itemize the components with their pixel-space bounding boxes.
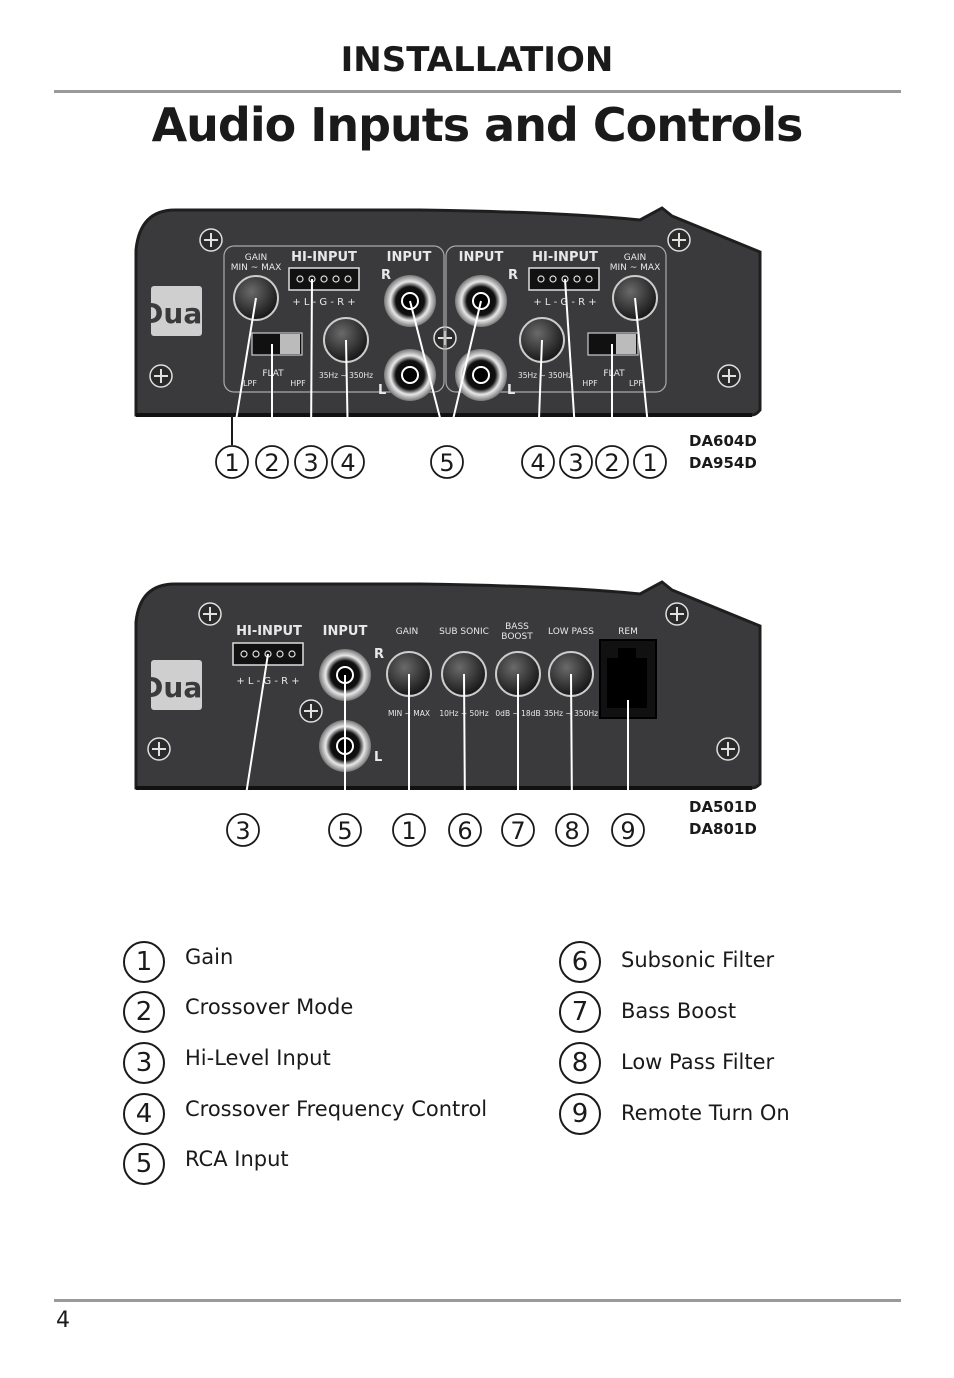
legend-label: Bass Boost xyxy=(621,999,737,1023)
svg-text:1: 1 xyxy=(401,817,416,845)
svg-text:BASS: BASS xyxy=(505,622,529,632)
legend-number: 2 xyxy=(123,991,165,1033)
amplifier-panel-a: Dual GAIN MIN ~ MAX HI-INPUT INPUT + L -… xyxy=(134,206,762,479)
svg-text:L: L xyxy=(374,750,382,765)
svg-text:1: 1 xyxy=(224,449,239,477)
rca-input-jacks xyxy=(384,275,507,401)
svg-text:4: 4 xyxy=(340,449,355,477)
svg-text:HPF: HPF xyxy=(290,379,306,388)
legend-number: 1 xyxy=(123,941,165,983)
svg-text:GAIN: GAIN xyxy=(396,627,419,637)
svg-text:BOOST: BOOST xyxy=(501,632,533,642)
svg-text:3: 3 xyxy=(235,817,250,845)
legend-label: RCA Input xyxy=(185,1147,289,1171)
svg-text:R: R xyxy=(508,268,518,283)
svg-text:GAIN: GAIN xyxy=(245,253,268,263)
svg-text:6: 6 xyxy=(457,817,472,845)
chassis xyxy=(134,206,762,417)
svg-text:+ L - G - R +: + L - G - R + xyxy=(533,297,596,308)
amplifier-panel-b: Dual HI-INPUT INPUT GAIN SUB SONIC BASS … xyxy=(134,580,762,847)
legend-label: Gain xyxy=(185,945,234,969)
model-numbers-b: DA501D DA801D xyxy=(689,798,757,838)
svg-text:GAIN: GAIN xyxy=(624,253,647,263)
svg-text:3: 3 xyxy=(303,449,318,477)
svg-text:MIN ~ MAX: MIN ~ MAX xyxy=(231,263,282,273)
section-heading: INSTALLATION xyxy=(340,40,614,80)
svg-text:L: L xyxy=(378,383,386,398)
svg-text:LPF: LPF xyxy=(243,379,257,388)
svg-text:R: R xyxy=(381,268,391,283)
svg-text:HI-INPUT: HI-INPUT xyxy=(291,250,357,265)
brand-logo: Dual xyxy=(140,297,212,330)
legend-label: Crossover Mode xyxy=(185,995,354,1019)
svg-text:INPUT: INPUT xyxy=(387,250,432,265)
legend-label: Low Pass Filter xyxy=(621,1050,775,1074)
top-rule xyxy=(54,90,901,93)
bottom-rule xyxy=(54,1299,901,1302)
svg-text:FLAT: FLAT xyxy=(262,369,284,379)
svg-text:HI-INPUT: HI-INPUT xyxy=(236,624,302,639)
svg-text:9: 9 xyxy=(620,817,635,845)
legend-number: 9 xyxy=(559,1093,601,1135)
svg-text:INPUT: INPUT xyxy=(323,624,368,639)
svg-text:HPF: HPF xyxy=(582,379,598,388)
svg-text:1: 1 xyxy=(642,449,657,477)
legend-label: Remote Turn On xyxy=(621,1101,790,1125)
callout-markers xyxy=(215,445,667,479)
svg-text:L: L xyxy=(507,383,515,398)
svg-text:R: R xyxy=(374,647,384,662)
svg-text:INPUT: INPUT xyxy=(459,250,504,265)
page-number: 4 xyxy=(56,1308,70,1333)
svg-text:+ L - G - R +: + L - G - R + xyxy=(236,676,299,687)
legend-number: 3 xyxy=(123,1042,165,1084)
svg-text:2: 2 xyxy=(264,449,279,477)
legend-label: Subsonic Filter xyxy=(621,948,775,972)
callout-markers xyxy=(226,813,645,847)
svg-text:MIN ~ MAX: MIN ~ MAX xyxy=(610,263,661,273)
svg-text:SUB SONIC: SUB SONIC xyxy=(439,627,489,637)
svg-text:7: 7 xyxy=(510,817,525,845)
svg-text:FLAT: FLAT xyxy=(603,369,625,379)
brand-logo: Dual xyxy=(140,671,212,704)
legend-label: Hi-Level Input xyxy=(185,1046,331,1070)
page-title: Audio Inputs and Controls xyxy=(151,98,804,152)
legend-number: 7 xyxy=(559,991,601,1033)
svg-text:4: 4 xyxy=(530,449,545,477)
legend-number: 6 xyxy=(559,941,601,983)
svg-text:5: 5 xyxy=(439,449,454,477)
svg-text:+ L - G - R +: + L - G - R + xyxy=(292,297,355,308)
svg-text:REM: REM xyxy=(618,627,638,637)
svg-text:3: 3 xyxy=(568,449,583,477)
model-numbers-a: DA604D DA954D xyxy=(689,432,757,472)
legend-number: 5 xyxy=(123,1143,165,1185)
svg-text:35Hz ~ 350Hz: 35Hz ~ 350Hz xyxy=(518,371,572,380)
legend-number: 8 xyxy=(559,1042,601,1084)
svg-text:5: 5 xyxy=(337,817,352,845)
svg-text:LPF: LPF xyxy=(629,379,643,388)
svg-text:2: 2 xyxy=(604,449,619,477)
svg-text:HI-INPUT: HI-INPUT xyxy=(532,250,598,265)
svg-text:LOW PASS: LOW PASS xyxy=(548,627,594,637)
legend-label: Crossover Frequency Control xyxy=(185,1097,488,1121)
svg-text:8: 8 xyxy=(564,817,579,845)
legend-number: 4 xyxy=(123,1093,165,1135)
